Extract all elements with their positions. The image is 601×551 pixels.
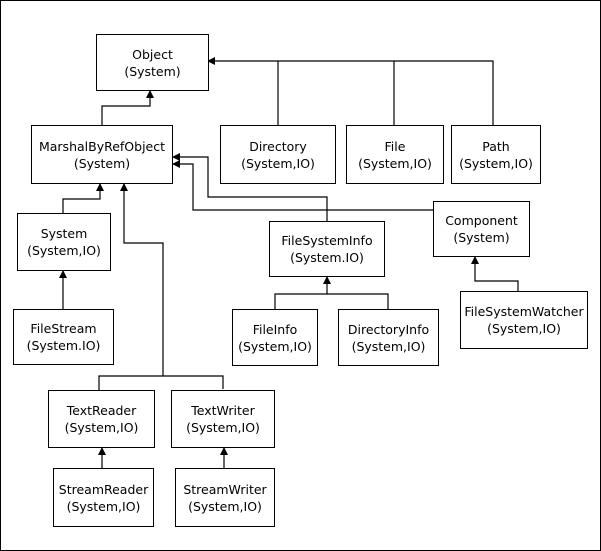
node-filestream-ns: (System.IO): [26, 338, 101, 353]
node-fileinfo-ns: (System,IO): [238, 338, 312, 354]
node-component-name: Component: [445, 213, 518, 228]
node-textreader: TextReader (System,IO): [48, 390, 155, 448]
node-object: Object (System): [96, 34, 209, 91]
node-directory-ns: (System,IO): [241, 155, 315, 171]
node-filesysteminfo-name: FileSystemInfo: [281, 233, 373, 248]
node-streamwriter-name: StreamWriter: [183, 481, 267, 497]
node-file: File (System,IO): [346, 125, 444, 184]
node-filesystemwatcher-ns: (System,IO): [487, 321, 561, 336]
node-marshal: MarshalByRefObject (System): [31, 125, 173, 184]
node-fileinfo: FileInfo (System,IO): [232, 309, 318, 366]
node-streamreader-ns: (System,IO): [66, 498, 141, 514]
node-filesysteminfo: FileSystemInfo (System.IO): [269, 221, 385, 277]
edge-path-object: [207, 57, 494, 125]
node-component-ns: (System): [453, 230, 510, 245]
node-path: Path (System,IO): [451, 125, 541, 184]
node-marshal-name: MarshalByRefObject: [38, 138, 166, 154]
node-directoryinfo: DirectoryInfo (System,IO): [338, 309, 439, 366]
node-filesystemwatcher-name: FileSystemWatcher: [464, 304, 584, 319]
node-directoryinfo-name: DirectoryInfo: [347, 321, 430, 337]
edge-component-marshal: [172, 160, 433, 211]
node-component: Component (System): [433, 201, 530, 257]
edge-watcher-component: [471, 256, 519, 291]
node-system-ns: (System,IO): [27, 243, 101, 258]
node-marshal-ns: (System): [73, 155, 131, 171]
node-system-name: System: [40, 226, 88, 241]
node-textwriter-ns: (System,IO): [186, 420, 260, 435]
node-directory: Directory (System,IO): [220, 125, 336, 184]
node-textwriter: TextWriter (System,IO): [171, 390, 275, 448]
node-system: System (System,IO): [17, 213, 111, 271]
node-streamwriter-ns: (System,IO): [188, 498, 262, 514]
node-streamreader: StreamReader (System,IO): [53, 468, 154, 527]
node-filestream: FileStream (System.IO): [13, 309, 114, 365]
edge-marshal-object: [101, 90, 154, 125]
node-fileinfo-name: FileInfo: [252, 321, 298, 337]
edge-textreaders-marshal: [98, 184, 224, 390]
node-path-ns: (System,IO): [459, 155, 533, 171]
node-object-ns: (System): [124, 63, 181, 79]
edge-system-marshal: [62, 183, 104, 213]
node-filestream-name: FileStream: [30, 321, 97, 336]
node-filesystemwatcher: FileSystemWatcher (System,IO): [460, 291, 588, 349]
node-object-name: Object: [132, 46, 173, 62]
node-directory-name: Directory: [249, 138, 307, 154]
node-streamreader-name: StreamReader: [58, 481, 149, 497]
node-directoryinfo-ns: (System,IO): [351, 338, 426, 354]
edge-filesysteminfo-marshal: [172, 153, 328, 221]
edge-infos-filesysteminfo: [274, 277, 389, 309]
node-file-name: File: [384, 138, 406, 154]
node-path-name: Path: [482, 138, 510, 154]
node-textreader-name: TextReader: [66, 403, 137, 418]
node-file-ns: (System,IO): [358, 155, 432, 171]
node-streamwriter: StreamWriter (System,IO): [175, 468, 275, 527]
node-textwriter-name: TextWriter: [191, 403, 255, 418]
node-textreader-ns: (System,IO): [64, 420, 139, 435]
node-filesysteminfo-ns: (System.IO): [290, 250, 364, 265]
